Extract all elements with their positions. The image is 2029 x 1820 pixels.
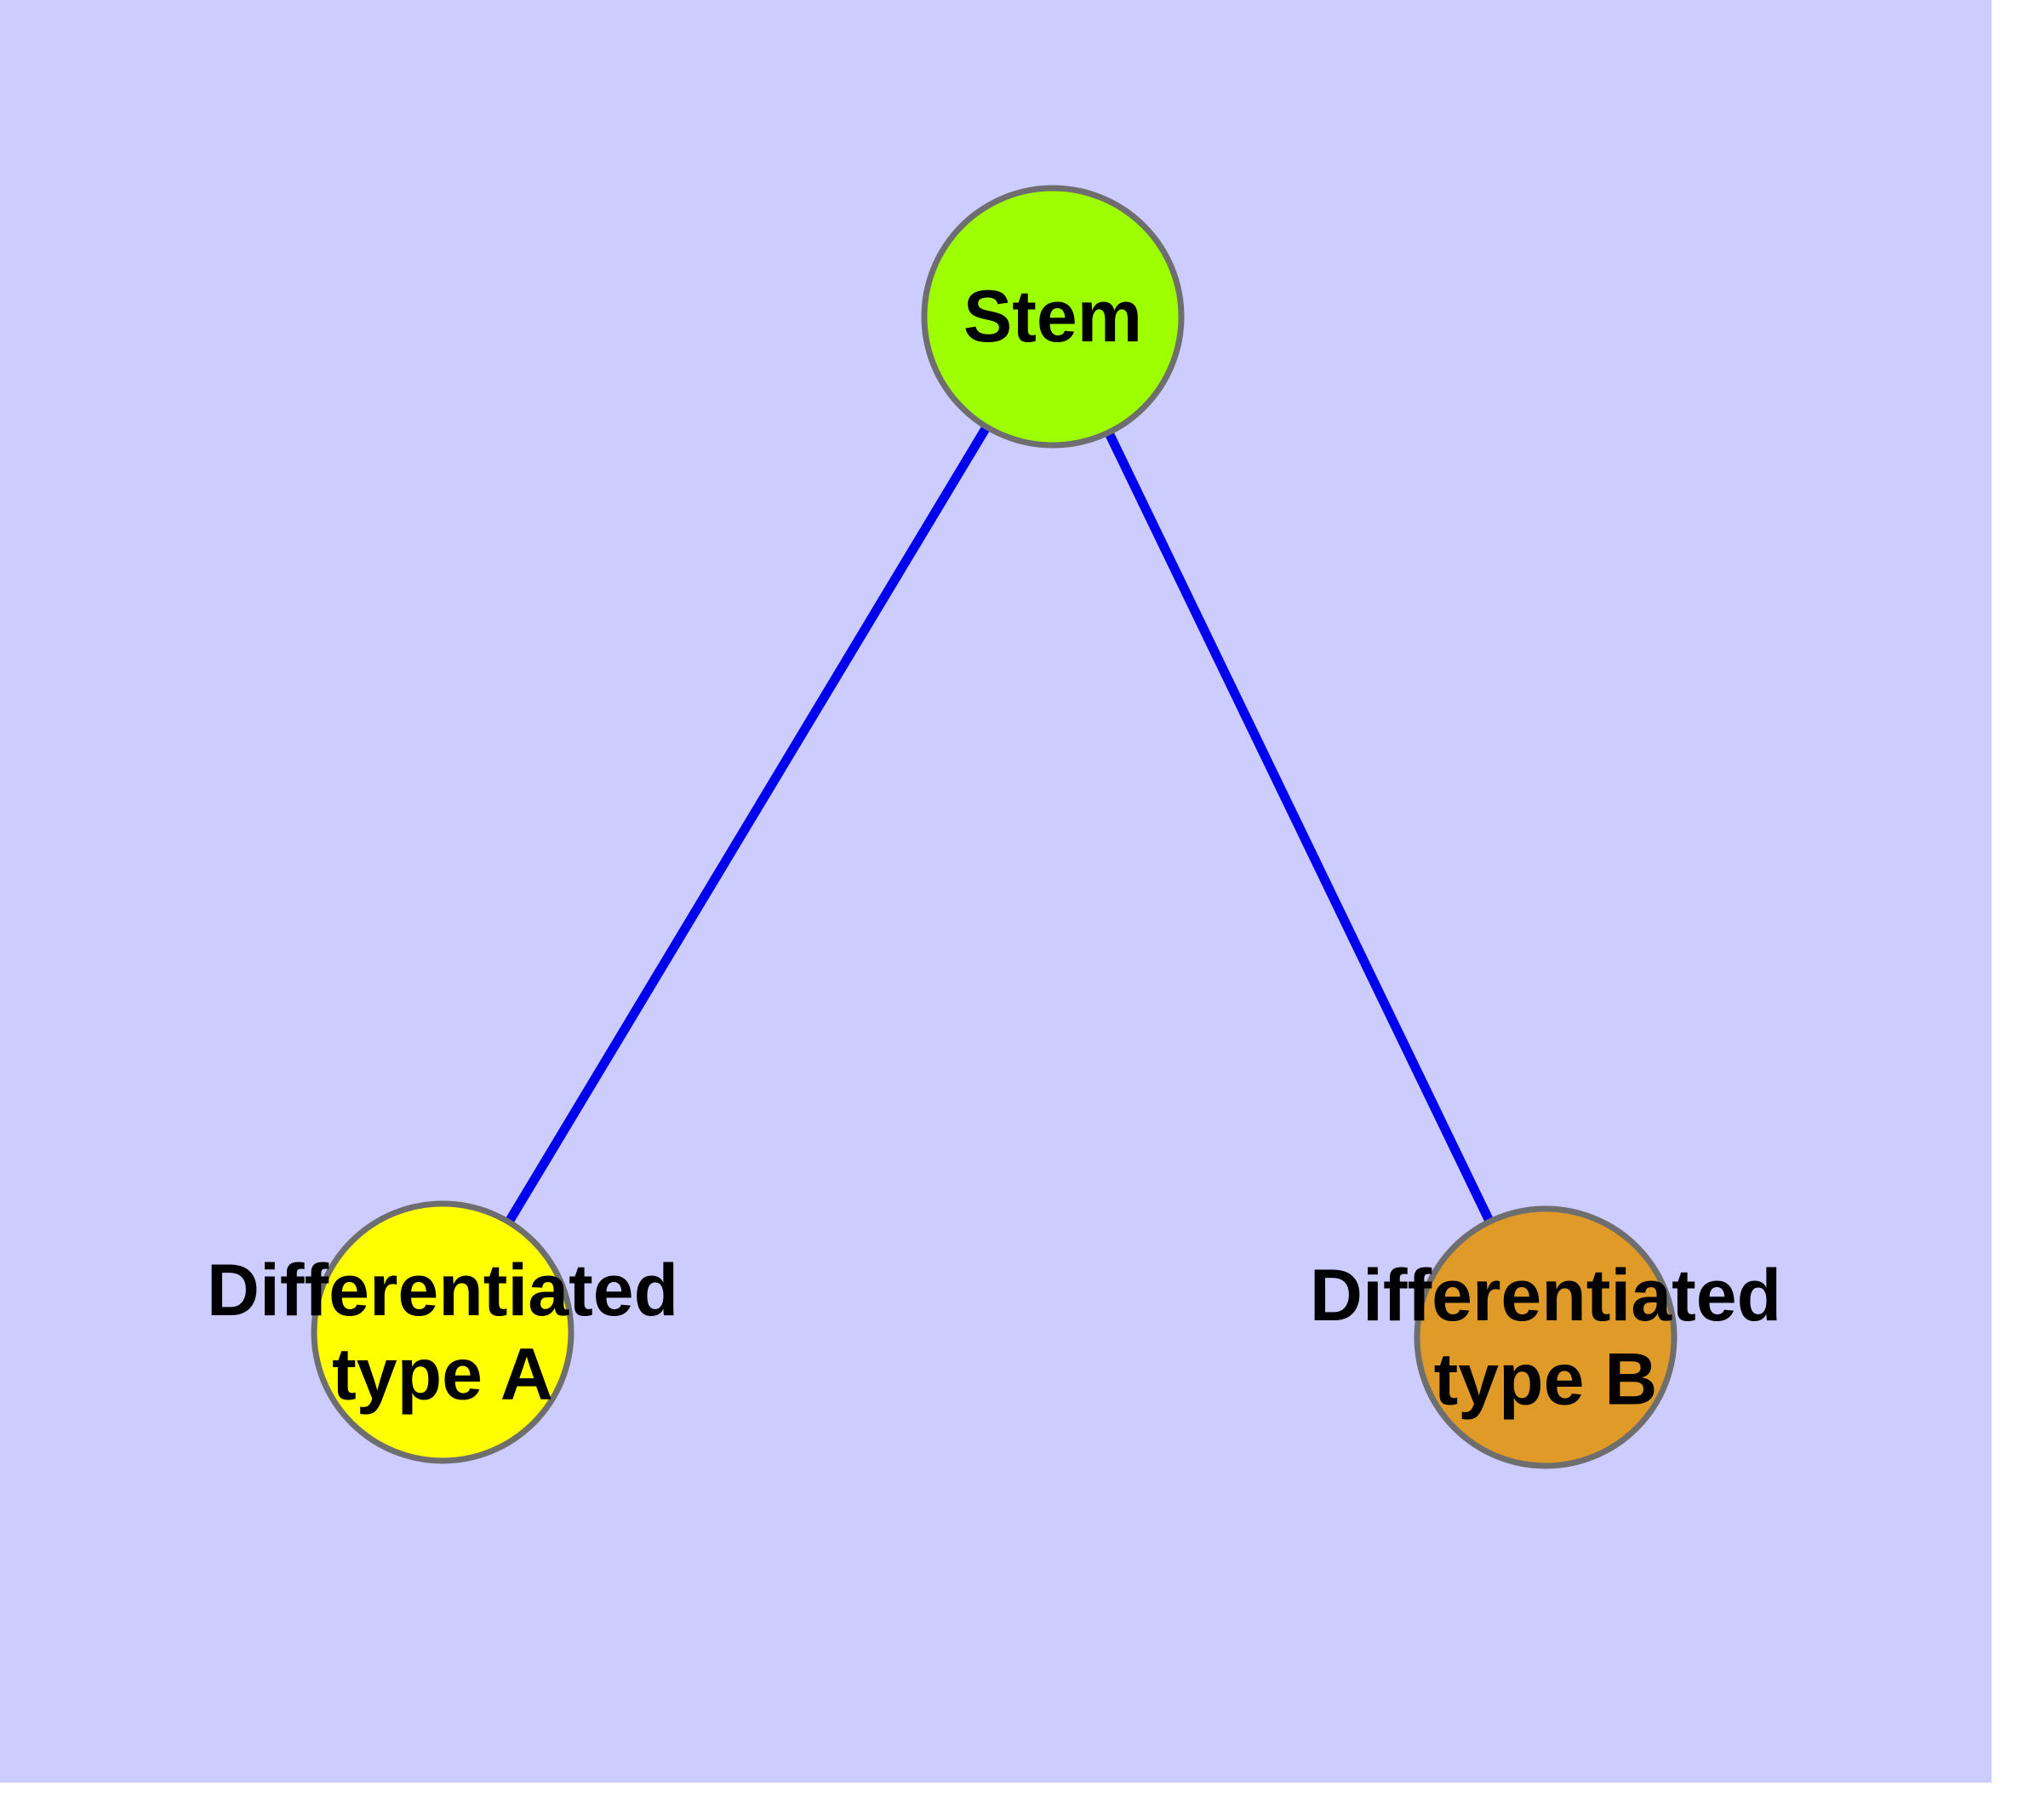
- node-stem-label: Stem: [963, 276, 1142, 358]
- node-differentiated-type-b[interactable]: [1414, 1205, 1677, 1469]
- label-line: Stem: [963, 276, 1142, 358]
- node-stem-circle[interactable]: [921, 185, 1185, 449]
- node-stem[interactable]: [921, 185, 1185, 449]
- node-differentiated-type-a-circle[interactable]: [311, 1200, 574, 1464]
- node-differentiated-type-b-circle[interactable]: [1414, 1205, 1677, 1469]
- label-line: Differentiated: [207, 1250, 678, 1331]
- edge-layer: [438, 314, 1550, 1340]
- node-differentiated-type-a[interactable]: [311, 1200, 574, 1464]
- label-line: type B: [1434, 1339, 1658, 1421]
- node-layer: [311, 185, 1677, 1469]
- edge-stem-to-differentiated-type-b[interactable]: [1049, 314, 1550, 1340]
- label-line: Differentiated: [1310, 1255, 1781, 1336]
- edge-stem-to-differentiated-type-a[interactable]: [438, 314, 1057, 1335]
- label-line: type A: [332, 1334, 553, 1416]
